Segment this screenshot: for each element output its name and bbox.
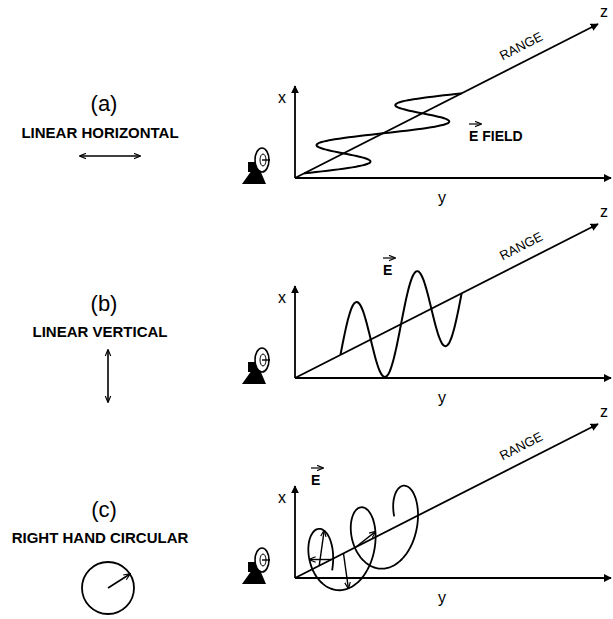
vertical-symbol xyxy=(107,350,109,402)
panel-letter: (b) xyxy=(91,293,118,315)
axis-label: x xyxy=(278,90,286,106)
range-label: RANGE xyxy=(497,30,544,63)
coordinate-axes xyxy=(295,224,611,378)
vector-arrow xyxy=(311,467,323,468)
field-label: E FIELD xyxy=(469,129,523,143)
polarization-name: LINEAR HORIZONTAL xyxy=(21,125,178,140)
field-label: E xyxy=(311,473,320,487)
radar-icon xyxy=(242,148,270,184)
circular-wave xyxy=(308,486,418,591)
coordinate-axes xyxy=(295,24,611,178)
field-label: E xyxy=(383,263,392,277)
radar-icon xyxy=(242,548,270,584)
range-label: RANGE xyxy=(497,430,544,463)
axis-label: z xyxy=(600,204,608,220)
axis-label: z xyxy=(600,4,608,20)
vertical-wave xyxy=(340,271,461,377)
circular-symbol xyxy=(82,562,134,614)
polarization-name: RIGHT HAND CIRCULAR xyxy=(12,530,189,545)
field-vector xyxy=(356,532,376,548)
radar-icon xyxy=(242,348,270,384)
horizontal-wave xyxy=(304,93,462,173)
horizontal-symbol xyxy=(80,155,140,157)
panel-letter: (a) xyxy=(91,93,118,115)
vector-arrow xyxy=(469,123,481,124)
field-vector xyxy=(309,559,331,560)
range-label: RANGE xyxy=(497,230,544,263)
axis-label: y xyxy=(438,590,446,606)
coordinate-axes xyxy=(295,424,611,578)
axis-label: x xyxy=(278,290,286,306)
axis-label: y xyxy=(438,190,446,206)
field-vector xyxy=(319,531,324,566)
axis-label: x xyxy=(278,490,286,506)
vector-arrow xyxy=(383,257,395,258)
axis-label: y xyxy=(438,390,446,406)
polarization-name: LINEAR VERTICAL xyxy=(33,324,168,339)
panel-letter: (c) xyxy=(91,499,117,521)
field-vector xyxy=(343,553,348,588)
axis-label: z xyxy=(600,404,608,420)
